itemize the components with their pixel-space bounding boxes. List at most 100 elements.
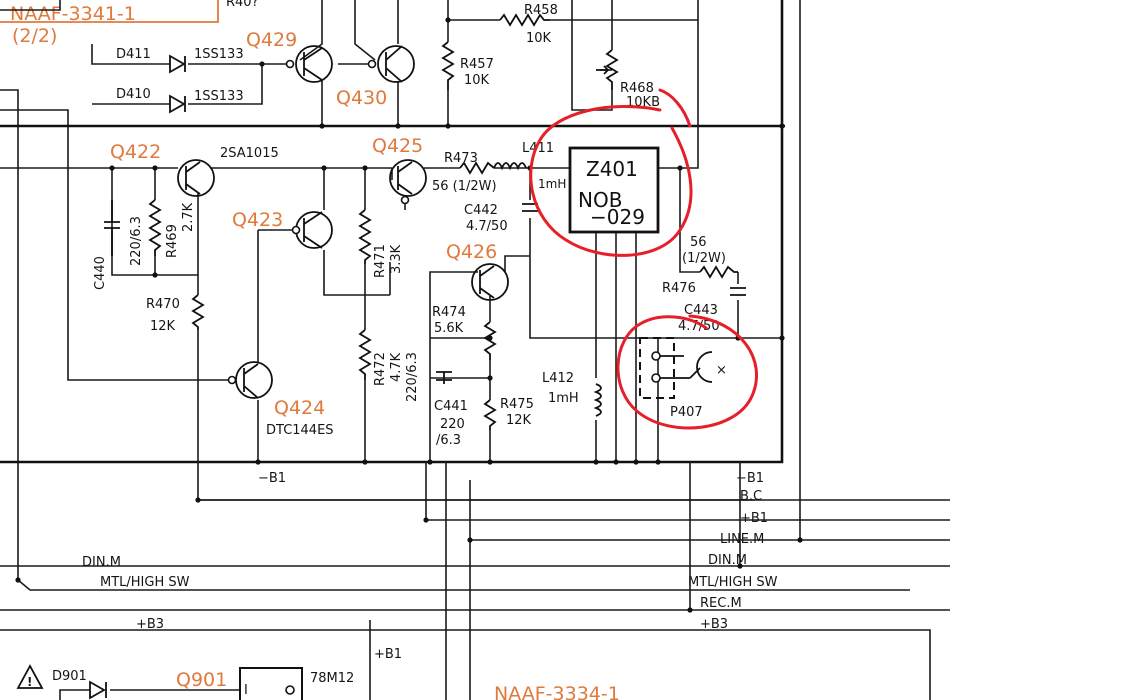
c443-label: C443 bbox=[684, 303, 718, 318]
transistor-q426: Q426 bbox=[446, 241, 509, 301]
module-z401: Z401 NOB −029 bbox=[568, 146, 660, 234]
transistor-q423: Q423 bbox=[232, 209, 333, 249]
r472-label: R472 bbox=[373, 352, 388, 386]
transistor-q901: Q901 bbox=[176, 669, 227, 691]
diode-d410: D410 1SS133 bbox=[116, 87, 244, 114]
r470-label: R470 bbox=[146, 297, 180, 312]
capacitor-c441: C441 220 /6.3 bbox=[434, 371, 468, 448]
net-neg-b1-right: −B1 bbox=[736, 471, 764, 486]
r471-value: 3.3K bbox=[389, 244, 404, 274]
resistor-r469: R469 2.7K bbox=[148, 199, 196, 258]
p407-mark: × bbox=[716, 363, 727, 378]
c442-label: C442 bbox=[464, 203, 498, 218]
net-neg-b1-left: −B1 bbox=[258, 471, 286, 486]
r475-label: R475 bbox=[500, 397, 534, 412]
c443-value: 4.7/50 bbox=[678, 319, 720, 334]
resistor-r457: R457 10K bbox=[441, 41, 494, 90]
r458-label: R458 bbox=[524, 3, 558, 18]
resistor-r471: R471 3.3K bbox=[358, 209, 404, 278]
net-mtl-left: MTL/HIGH SW bbox=[100, 575, 190, 590]
net-bc: B.C bbox=[740, 489, 762, 504]
r474-value: 5.6K bbox=[434, 321, 464, 336]
board-tag-top: NAAF-3341-1 (2/2) R40? bbox=[0, 0, 258, 47]
resistor-r476: 56 (1/2W) R476 bbox=[662, 235, 738, 296]
board-tag-top-sub: (2/2) bbox=[12, 25, 57, 47]
net-din-m-right: DIN.M bbox=[708, 553, 747, 568]
c442-value: 4.7/50 bbox=[466, 219, 508, 234]
c441-label: C441 bbox=[434, 399, 468, 414]
c441-value2: /6.3 bbox=[436, 433, 461, 448]
q424-type: DTC144ES bbox=[266, 423, 334, 438]
r476-value2: (1/2W) bbox=[682, 251, 726, 266]
r457-value: 10K bbox=[464, 73, 490, 88]
l411-label: L411 bbox=[522, 141, 554, 156]
r471-label: R471 bbox=[373, 244, 388, 278]
capacitor-unlabeled: 220/6.3 bbox=[405, 352, 420, 402]
q425-label: Q425 bbox=[372, 135, 423, 157]
net-mtl-right: MTL/HIGH SW bbox=[688, 575, 778, 590]
regulator-label: 78M12 bbox=[310, 671, 354, 686]
d901-label: D901 bbox=[52, 669, 87, 684]
wiring bbox=[0, 0, 950, 700]
unlabeled-cap-value: 220/6.3 bbox=[405, 352, 420, 402]
transistor-q422: Q422 2SA1015 bbox=[110, 141, 279, 197]
net-rec-m: REC.M bbox=[700, 596, 742, 611]
resistor-r472: R472 4.7K bbox=[358, 329, 404, 386]
q424-label: Q424 bbox=[274, 397, 325, 419]
z401-type: NOB bbox=[578, 188, 622, 212]
net-pos-b3-left: +B3 bbox=[136, 617, 164, 632]
transistor-q424: Q424 DTC144ES bbox=[227, 361, 334, 438]
l411-value: 1mH bbox=[538, 177, 566, 191]
board-tag-bottom: NAAF-3334-1 bbox=[494, 683, 620, 700]
resistor-r475: R475 12K bbox=[483, 397, 534, 430]
net-din-m-left: DIN.M bbox=[82, 555, 121, 570]
d410-type: 1SS133 bbox=[194, 89, 244, 104]
resistor-r473: R473 56 (1/2W) bbox=[432, 151, 497, 194]
resistor-r474: R474 5.6K bbox=[432, 305, 497, 360]
r473-label: R473 bbox=[444, 151, 478, 166]
warning-triangle-icon: ! bbox=[16, 664, 44, 689]
regulator-pin: I bbox=[244, 683, 248, 698]
r472-value: 4.7K bbox=[389, 352, 404, 382]
r475-value: 12K bbox=[506, 413, 532, 428]
q901-label: Q901 bbox=[176, 669, 227, 691]
net-pos-b1: +B1 bbox=[740, 511, 768, 526]
r470-value: 12K bbox=[150, 319, 176, 334]
r469-label: R469 bbox=[165, 224, 180, 258]
q423-label: Q423 bbox=[232, 209, 283, 231]
connector-p407: × P407 bbox=[639, 337, 727, 420]
z401-type2: −029 bbox=[590, 205, 645, 229]
r469-value: 2.7K bbox=[181, 202, 196, 232]
z401-label: Z401 bbox=[586, 157, 638, 181]
r476-value: 56 bbox=[690, 235, 707, 250]
l412-label: L412 bbox=[542, 371, 574, 386]
c440-label: C440 bbox=[93, 256, 108, 290]
capacitor-c440: C440 220/6.3 bbox=[93, 200, 144, 290]
p407-label: P407 bbox=[670, 405, 703, 420]
r457-label: R457 bbox=[460, 57, 494, 72]
board-tag-bottom-label: NAAF-3334-1 bbox=[494, 683, 620, 700]
r468-label: R468 bbox=[620, 81, 654, 96]
r476-label: R476 bbox=[662, 281, 696, 296]
d410-label: D410 bbox=[116, 87, 151, 102]
transistor-q425: Q425 bbox=[372, 135, 427, 205]
regulator-78m12: I 78M12 bbox=[239, 667, 354, 700]
c441-value: 220 bbox=[440, 417, 465, 432]
c440-value: 220/6.3 bbox=[129, 216, 144, 266]
q426-label: Q426 bbox=[446, 241, 497, 263]
r473-value: 56 (1/2W) bbox=[432, 179, 497, 194]
resistor-r458: R458 10K bbox=[499, 3, 558, 46]
diode-d901: D901 bbox=[52, 669, 107, 700]
transistor-q429: Q429 bbox=[246, 29, 333, 83]
capacitor-c443: C443 4.7/50 bbox=[678, 287, 746, 334]
net-line-m: LINE.M bbox=[720, 532, 764, 547]
red-annotation-p407 bbox=[616, 314, 758, 430]
top-cut-label: R40? bbox=[226, 0, 258, 10]
board-tag-top-label: NAAF-3341-1 bbox=[10, 3, 136, 25]
inductor-l412: L412 1mH bbox=[542, 371, 602, 417]
q422-type: 2SA1015 bbox=[220, 146, 279, 161]
r474-label: R474 bbox=[432, 305, 466, 320]
r458-value: 10K bbox=[526, 31, 552, 46]
diode-d411: D411 1SS133 bbox=[116, 47, 244, 74]
